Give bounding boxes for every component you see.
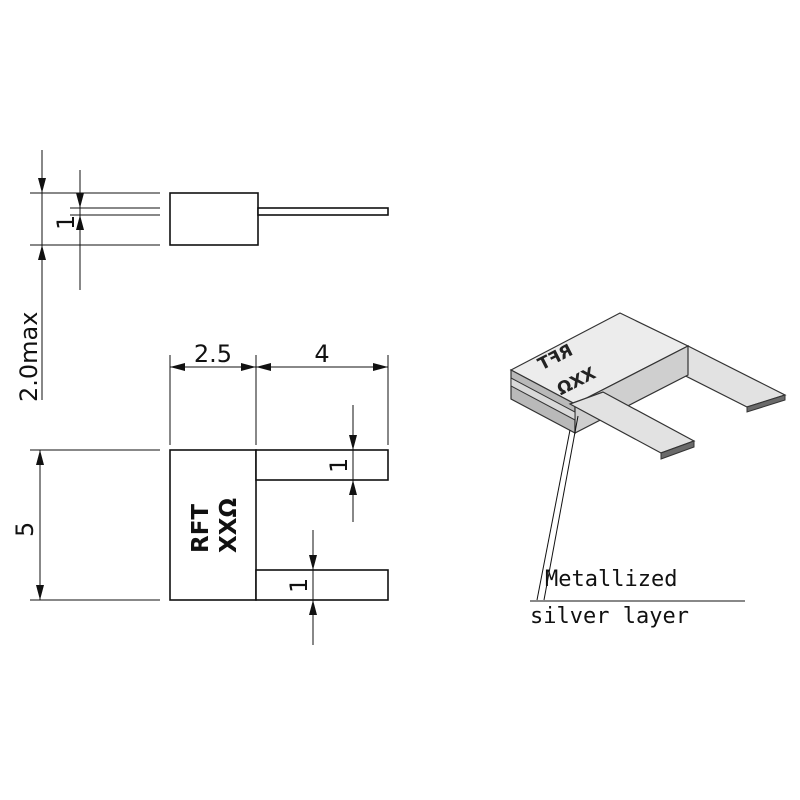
iso-front-lead-edge bbox=[660, 440, 695, 460]
callout-leader-2 bbox=[536, 429, 571, 601]
max-height-arrow-bottom bbox=[38, 245, 46, 260]
lead-length-arrow-left bbox=[256, 363, 271, 371]
lead-length-label: 4 bbox=[314, 340, 329, 368]
body-width-arrow-right bbox=[241, 363, 256, 371]
lower-lead-width-label: 1 bbox=[285, 578, 313, 593]
max-height-arrow-top bbox=[38, 178, 46, 193]
front-view: RFT XXΩ 2.5 4 5 1 1 bbox=[11, 340, 389, 645]
front-view-lower-lead bbox=[255, 569, 389, 601]
height-label: 5 bbox=[11, 522, 39, 537]
front-view-body bbox=[169, 449, 257, 601]
side-view-body bbox=[169, 192, 259, 246]
thickness-label: 1 bbox=[52, 215, 80, 230]
upper-lead-arrow-bottom bbox=[349, 480, 357, 495]
lower-lead-arrow-bottom bbox=[309, 600, 317, 615]
upper-lead-width-label: 1 bbox=[325, 458, 353, 473]
upper-lead-arrow-top bbox=[349, 435, 357, 450]
callout-line1: Metallized bbox=[545, 567, 677, 592]
thickness-arrow-bottom bbox=[76, 215, 84, 230]
front-view-marking-line1: RFT bbox=[188, 504, 214, 553]
isometric-view: RFT XXΩ Metallized silver layer bbox=[509, 312, 787, 629]
callout-leader-1 bbox=[543, 415, 579, 601]
height-arrow-top bbox=[36, 450, 44, 465]
front-view-marking-line2: XXΩ bbox=[216, 498, 242, 553]
body-width-arrow-left bbox=[170, 363, 185, 371]
callout-line2: silver layer bbox=[530, 604, 689, 629]
lower-lead-arrow-top bbox=[309, 555, 317, 570]
lead-length-arrow-right bbox=[373, 363, 388, 371]
iso-silver-layer bbox=[510, 377, 576, 421]
iso-back-lead-edge bbox=[746, 394, 786, 413]
thickness-arrow-top bbox=[76, 193, 84, 208]
height-arrow-bottom bbox=[36, 585, 44, 600]
body-width-label: 2.5 bbox=[194, 340, 232, 368]
front-view-upper-lead bbox=[255, 449, 389, 481]
side-view: 1 2.0max bbox=[15, 150, 389, 402]
side-view-lead bbox=[257, 207, 389, 216]
max-height-label: 2.0max bbox=[15, 312, 43, 402]
